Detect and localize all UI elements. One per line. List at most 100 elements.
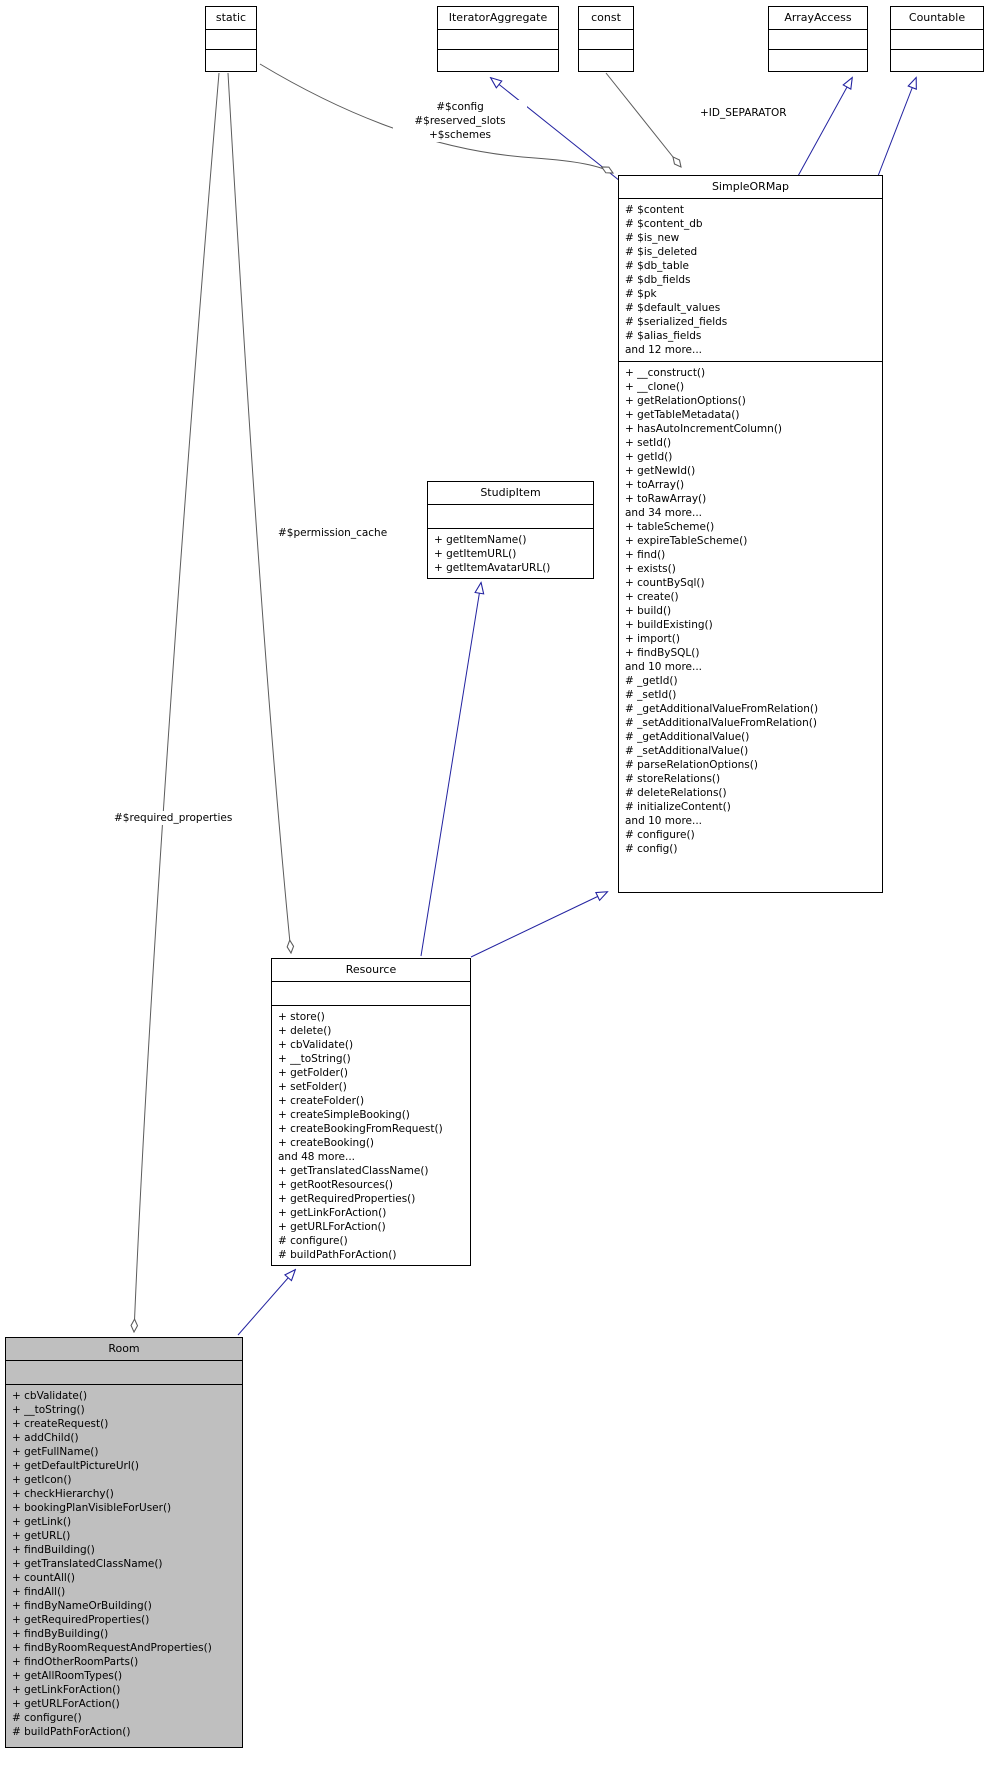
edge-label-config: #$config#$reserved_slots+$schemes	[393, 100, 527, 142]
edge-inheritance-simpleormap-countable	[877, 78, 916, 177]
member-line: # $is_deleted	[625, 246, 698, 258]
member-line: # _setAdditionalValue()	[625, 745, 749, 757]
member-line: # _getAdditionalValueFromRelation()	[625, 703, 819, 715]
class-attributes-empty	[272, 982, 470, 1006]
member-line: + findBySQL()	[625, 647, 700, 659]
member-line: + getURL()	[12, 1530, 71, 1542]
member-line: # buildPathForAction()	[278, 1249, 397, 1261]
member-line: + cbValidate()	[278, 1039, 354, 1051]
member-line: + toArray()	[625, 479, 685, 491]
member-line: and 10 more...	[625, 661, 703, 673]
member-line: + __toString()	[278, 1053, 351, 1065]
class-attributes-empty	[579, 30, 633, 50]
member-line: + findOtherRoomParts()	[12, 1656, 139, 1668]
member-line: # configure()	[278, 1235, 348, 1247]
member-line: + getURLForAction()	[278, 1221, 386, 1233]
class-title: SimpleORMap	[619, 176, 882, 199]
member-line: + getTranslatedClassName()	[278, 1165, 429, 1177]
class-const[interactable]: const	[578, 6, 634, 72]
member-line: # deleteRelations()	[625, 787, 727, 799]
member-line: + countBySql()	[625, 577, 705, 589]
member-line: + createFolder()	[278, 1095, 365, 1107]
member-line: # _setAdditionalValueFromRelation()	[625, 717, 817, 729]
class-room[interactable]: Room + cbValidate()+ __toString()+ creat…	[5, 1337, 243, 1748]
member-line: # $serialized_fields	[625, 316, 728, 328]
member-line: + toRawArray()	[625, 493, 707, 505]
edge-inheritance-simpleormap-arrayaccess	[797, 78, 852, 177]
edge-label-permission-cache: #$permission_cache	[276, 526, 390, 540]
member-line: + getItemName()	[434, 534, 527, 546]
class-methods-empty	[206, 50, 256, 71]
edge-inheritance-resource-studipitem	[420, 583, 481, 957]
class-simpleormap[interactable]: SimpleORMap # $content # $content_db # $is…	[618, 175, 883, 893]
member-line: + getIcon()	[12, 1474, 72, 1486]
edge-member-static-resource	[227, 72, 291, 953]
member-line: + getItemAvatarURL()	[434, 562, 551, 574]
member-line: + getURLForAction()	[12, 1698, 120, 1710]
member-line: #$permission_cache	[278, 527, 388, 539]
member-line: # configure()	[12, 1712, 82, 1724]
member-line: + createRequest()	[12, 1418, 109, 1430]
member-line: and 34 more...	[625, 507, 703, 519]
member-line: + createBookingFromRequest()	[278, 1123, 443, 1135]
class-title: Resource	[272, 959, 470, 982]
member-line: # $db_fields	[625, 274, 691, 286]
member-line: + getLinkForAction()	[12, 1684, 121, 1696]
class-studipitem[interactable]: StudipItem + getItemName() + getItemURL()…	[427, 481, 594, 579]
member-line: #$required_properties	[114, 812, 233, 824]
edge-member-static-room	[134, 72, 220, 1332]
member-line: + getNewId()	[625, 465, 696, 477]
member-line: + getTableMetadata()	[625, 409, 740, 421]
edge-inheritance-room-resource	[237, 1270, 295, 1336]
class-methods: + __construct() + __clone() + getRelationO…	[619, 362, 882, 892]
member-line: + __clone()	[625, 381, 685, 393]
edge-member-static-simpleormap	[259, 63, 613, 173]
member-line: #$config	[436, 101, 484, 113]
class-title: IteratorAggregate	[438, 7, 558, 30]
class-methods-empty	[891, 50, 983, 71]
class-static[interactable]: static	[205, 6, 257, 72]
edge-label-required-properties: #$required_properties	[112, 811, 235, 825]
member-line: +$schemes	[429, 129, 491, 141]
member-line: # $content	[625, 204, 685, 216]
member-line: + store()	[278, 1011, 325, 1023]
edge-inheritance-simpleormap-iteratoraggregate	[491, 78, 621, 182]
class-iteratoraggregate[interactable]: IteratorAggregate	[437, 6, 559, 72]
class-title: Room	[6, 1338, 242, 1361]
member-line: + getAllRoomTypes()	[12, 1670, 123, 1682]
class-attributes-empty	[6, 1361, 242, 1385]
edge-label-id-separator: +ID_SEPARATOR	[698, 106, 789, 120]
class-resource[interactable]: Resource + store()+ delete()+ cbValidate…	[271, 958, 471, 1266]
class-attributes-empty	[428, 505, 593, 529]
class-methods-empty	[769, 50, 867, 71]
member-line: + cbValidate()	[12, 1390, 88, 1402]
class-attributes-empty	[891, 30, 983, 50]
member-line: + getItemURL()	[434, 548, 517, 560]
class-methods-empty	[579, 50, 633, 71]
member-line: + getFolder()	[278, 1067, 349, 1079]
member-line: # $content_db	[625, 218, 703, 230]
member-line: # _setId()	[625, 689, 677, 701]
member-line: + __construct()	[625, 367, 706, 379]
member-line: and 10 more...	[625, 815, 703, 827]
member-line: + countAll()	[12, 1572, 75, 1584]
member-line: + exists()	[625, 563, 676, 575]
member-line: # $db_table	[625, 260, 689, 272]
member-line: and 48 more...	[278, 1151, 356, 1163]
member-line: + getRequiredProperties()	[278, 1193, 416, 1205]
class-title: StudipItem	[428, 482, 593, 505]
member-line: # $pk	[625, 288, 657, 300]
class-methods: + store()+ delete()+ cbValidate()+ __toS…	[272, 1006, 470, 1265]
member-line: # _getId()	[625, 675, 678, 687]
member-line: # configure()	[625, 829, 695, 841]
member-line: + findAll()	[12, 1586, 66, 1598]
class-arrayaccess[interactable]: ArrayAccess	[768, 6, 868, 72]
class-countable[interactable]: Countable	[890, 6, 984, 72]
member-line: # buildPathForAction()	[12, 1726, 131, 1738]
member-line: # $default_values	[625, 302, 721, 314]
member-line: + expireTableScheme()	[625, 535, 748, 547]
member-line: + getRelationOptions()	[625, 395, 746, 407]
member-line: # parseRelationOptions()	[625, 759, 758, 771]
